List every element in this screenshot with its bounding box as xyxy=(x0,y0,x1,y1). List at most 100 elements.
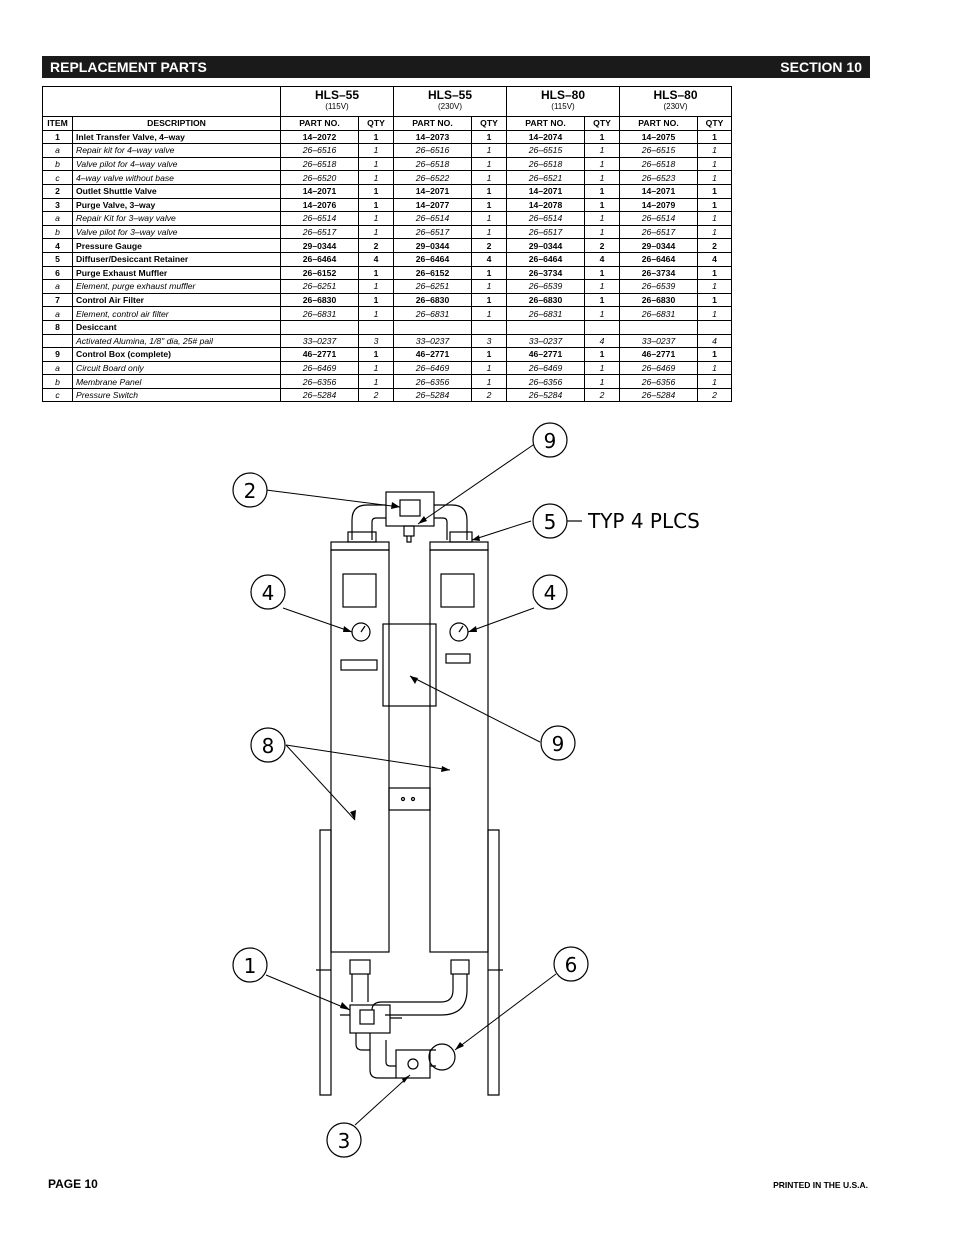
qty-cell: 1 xyxy=(358,347,394,362)
qty-cell xyxy=(584,319,620,335)
qty-cell: 3 xyxy=(358,333,394,349)
part-no-cell: 33–0237 xyxy=(280,333,359,349)
qty-cell: 4 xyxy=(697,333,732,349)
qty-cell: 1 xyxy=(584,211,620,226)
part-no-cell: 26–6517 xyxy=(393,224,472,240)
col-description: DESCRIPTION xyxy=(72,116,281,131)
typ-4-plcs-note: TYP 4 PLCS xyxy=(587,509,700,533)
part-no-cell: 26–6469 xyxy=(506,360,585,376)
part-no-cell: 26–6523 xyxy=(619,170,698,185)
part-no-cell: 33–0237 xyxy=(506,333,585,349)
part-no-cell: 29–0344 xyxy=(393,238,472,253)
qty-cell: 1 xyxy=(358,224,394,240)
callout-label: 9 xyxy=(552,732,565,756)
qty-cell: 1 xyxy=(584,156,620,172)
description-cell: Valve pilot for 4–way valve xyxy=(72,156,281,172)
item-cell: 1 xyxy=(42,129,73,145)
qty-cell: 1 xyxy=(358,279,394,294)
part-no-cell: 26–6515 xyxy=(506,143,585,158)
qty-cell: 1 xyxy=(471,129,507,145)
part-no-cell: 26–6514 xyxy=(280,211,359,226)
part-no-cell: 26–6251 xyxy=(393,279,472,294)
callout-2 xyxy=(232,472,268,508)
part-no-cell: 14–2071 xyxy=(280,183,359,199)
qty-cell: 1 xyxy=(584,279,620,294)
purge-exhaust-muffler xyxy=(428,1043,456,1071)
qty-cell: 1 xyxy=(697,197,732,213)
part-no-cell: 26–6830 xyxy=(280,292,359,308)
qty-cell: 1 xyxy=(358,374,394,389)
part-no-cell: 14–2076 xyxy=(280,197,359,213)
col-qty: QTY xyxy=(697,116,732,131)
item-cell xyxy=(42,333,73,349)
part-no-cell: 14–2073 xyxy=(393,129,472,145)
description-cell: Valve pilot for 3–way valve xyxy=(72,224,281,240)
part-no-cell: 26–6515 xyxy=(619,143,698,158)
description-cell: Membrane Panel xyxy=(72,374,281,389)
qty-cell: 1 xyxy=(697,306,732,321)
qty-cell: 1 xyxy=(358,197,394,213)
part-no-cell: 26–6356 xyxy=(280,374,359,389)
part-no-cell: 26–6520 xyxy=(280,170,359,185)
qty-cell: 1 xyxy=(471,360,507,376)
part-no-cell: 26–6464 xyxy=(393,251,472,267)
item-cell: c xyxy=(42,387,73,403)
part-no-cell: 26–6830 xyxy=(506,292,585,308)
description-cell: Element, purge exhaust muffler xyxy=(72,279,281,294)
qty-cell: 1 xyxy=(584,360,620,376)
qty-cell: 1 xyxy=(358,211,394,226)
qty-cell: 1 xyxy=(584,183,620,199)
qty-cell: 1 xyxy=(471,347,507,362)
qty-cell: 4 xyxy=(471,251,507,267)
model-header: HLS–80(115V) xyxy=(506,86,620,117)
blank-header-cell xyxy=(42,86,281,117)
part-no-cell: 26–6517 xyxy=(506,224,585,240)
item-cell: 8 xyxy=(42,319,73,335)
qty-cell: 2 xyxy=(697,238,732,253)
item-cell: b xyxy=(42,156,73,172)
qty-cell: 3 xyxy=(471,333,507,349)
part-no-cell: 14–2072 xyxy=(280,129,359,145)
callout-6 xyxy=(553,946,589,982)
item-cell: a xyxy=(42,211,73,226)
qty-cell: 1 xyxy=(697,211,732,226)
qty-cell: 1 xyxy=(471,197,507,213)
qty-cell: 1 xyxy=(697,360,732,376)
qty-cell: 1 xyxy=(584,347,620,362)
item-cell: 4 xyxy=(42,238,73,253)
callout-7 xyxy=(532,422,568,458)
part-no-cell xyxy=(619,319,698,335)
part-no-cell: 26–6464 xyxy=(506,251,585,267)
part-no-cell: 26–6469 xyxy=(280,360,359,376)
qty-cell: 1 xyxy=(697,224,732,240)
qty-cell: 1 xyxy=(471,292,507,308)
col-part-no: PART NO. xyxy=(393,116,472,131)
callout-8 xyxy=(250,727,286,763)
callout-label: 2 xyxy=(244,479,257,503)
part-no-cell: 26–6514 xyxy=(619,211,698,226)
part-no-cell: 26–6356 xyxy=(506,374,585,389)
part-no-cell: 26–6831 xyxy=(280,306,359,321)
qty-cell: 1 xyxy=(471,170,507,185)
qty-cell: 1 xyxy=(358,143,394,158)
qty-cell: 4 xyxy=(358,251,394,267)
part-no-cell: 26–6518 xyxy=(619,156,698,172)
description-cell: Element, control air filter xyxy=(72,306,281,321)
page-number: PAGE 10 xyxy=(48,1177,98,1191)
inlet-transfer-valve xyxy=(349,1004,391,1034)
qty-cell: 1 xyxy=(358,183,394,199)
item-cell: c xyxy=(42,170,73,185)
col-qty: QTY xyxy=(584,116,620,131)
callout-label: 1 xyxy=(244,954,257,978)
part-no-cell: 46–2771 xyxy=(506,347,585,362)
control-air-filter xyxy=(403,525,415,537)
part-no-cell: 26–5284 xyxy=(506,387,585,403)
qty-cell: 1 xyxy=(697,279,732,294)
